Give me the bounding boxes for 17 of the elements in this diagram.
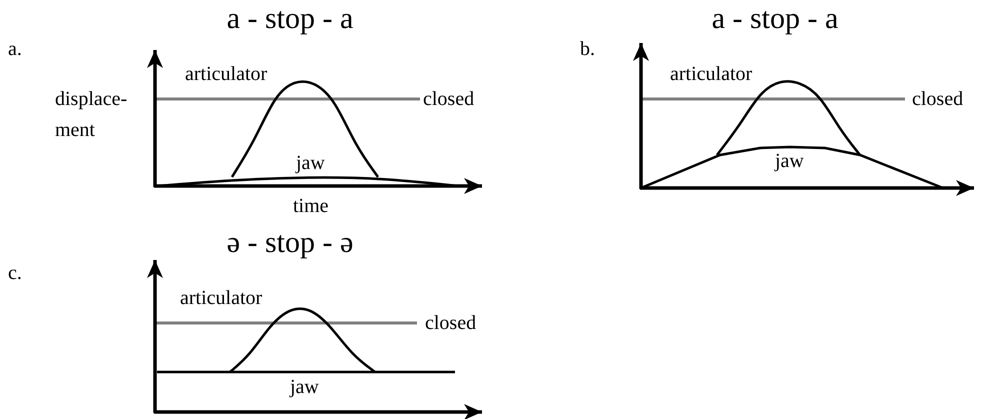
curve-label: articulator xyxy=(670,63,752,86)
curve-label: closed xyxy=(912,88,964,111)
curve-label: jaw xyxy=(290,376,319,399)
axis-label: time xyxy=(293,195,329,218)
curve-label: articulator xyxy=(180,287,262,310)
curve-label: articulator xyxy=(185,63,268,86)
panel-letter: a. xyxy=(8,38,22,61)
panel-title: a - stop - a xyxy=(226,2,354,36)
curve-label: closed xyxy=(425,312,476,335)
panel-title: ə - stop - ə xyxy=(226,226,354,260)
panel-letter: c. xyxy=(8,262,22,285)
panel-letter: b. xyxy=(580,38,595,61)
curve-label: closed xyxy=(423,88,474,111)
curve-label: jaw xyxy=(775,150,804,173)
panel-title: a - stop - a xyxy=(710,2,840,36)
curve-label: jaw xyxy=(296,152,325,175)
axis-label: displace- ment xyxy=(55,87,128,143)
